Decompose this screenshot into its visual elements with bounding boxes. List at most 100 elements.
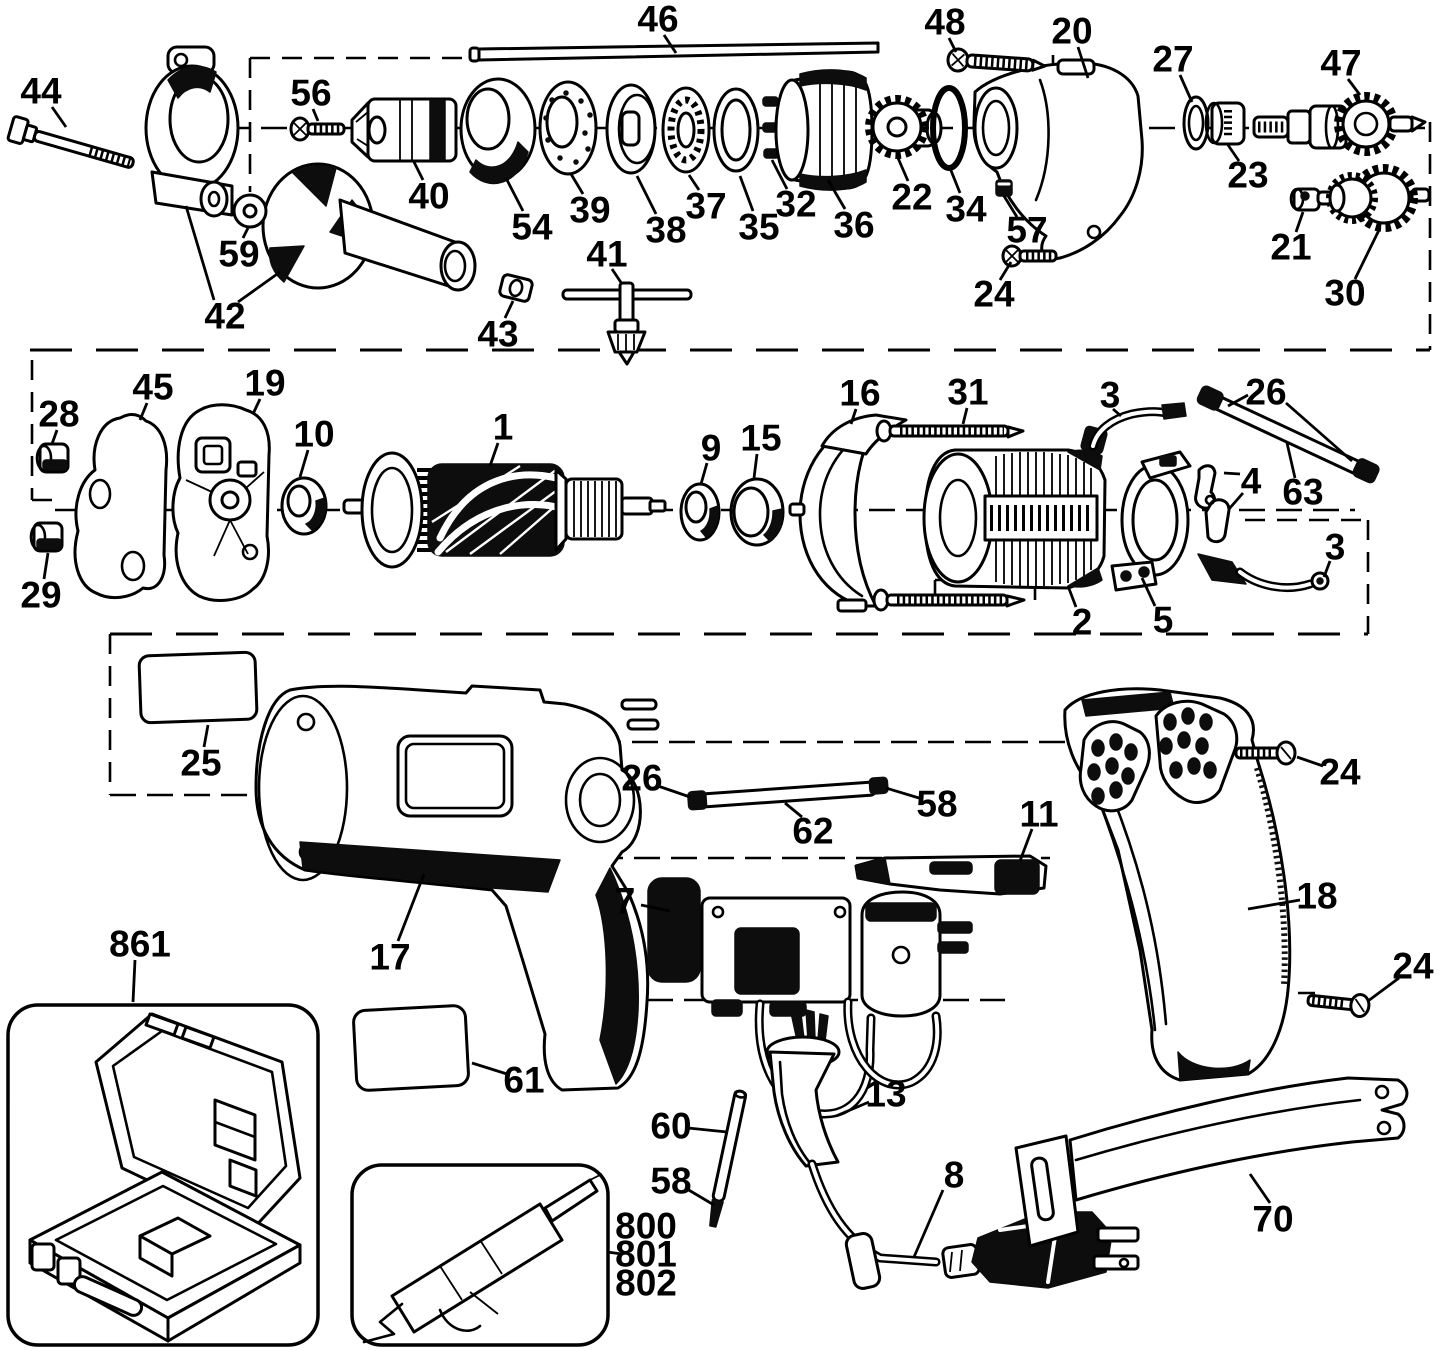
part-number-46: 46 [637,0,678,40]
part-number-63: 63 [1282,472,1323,513]
part-number-26: 26 [621,758,662,799]
leader-line-62 [784,801,803,819]
part-number-3: 3 [1325,527,1346,568]
part-number-56: 56 [290,73,331,114]
part-brush-29 [29,521,64,553]
part-number-34: 34 [945,189,987,230]
leader-line-38 [635,175,658,215]
leader-line-31 [961,407,969,425]
part-number-47: 47 [1320,43,1361,84]
leader-line-41 [610,268,624,285]
part-number-3: 3 [1100,375,1121,416]
part-brush-28 [35,442,70,474]
leader-line-11 [1018,828,1034,862]
part-number-24: 24 [1319,752,1361,793]
part-housing-left-17 [254,684,660,1092]
leader-line-43 [503,300,515,319]
part-number-21: 21 [1270,227,1311,268]
leader-line-3 [1112,407,1122,418]
leader-line-3 [1322,560,1332,578]
leader-line-7 [640,903,671,913]
leader-line-56 [311,108,320,122]
part-number-48: 48 [924,2,965,43]
leader-line-27 [1178,74,1194,103]
leader-line-48 [947,37,958,53]
part-lead-wire-3b [1197,553,1330,593]
leader-line-34 [948,167,962,194]
section-box-topleft [248,56,472,192]
brush-bracket [30,360,60,502]
part-thrust-washer-38 [605,83,657,175]
part-number-45: 45 [132,367,173,408]
part-fiber-washer-39 [538,80,598,176]
part-screw-48 [946,47,1047,73]
part-switch-7 [647,877,973,1119]
part-bearing-retainer-54 [459,77,537,185]
lead-wire-box [1245,518,1370,634]
part-side-handle-42 [144,45,477,292]
part-plug-57 [995,179,1013,197]
leader-line-42 [184,205,216,301]
part-nut-43 [498,273,534,303]
part-screw-24b [1234,740,1297,766]
part-number-60: 60 [650,1106,691,1147]
part-retaining-ring-27 [1182,95,1210,151]
leader-line-70 [1248,1173,1272,1204]
part-nut-21 [1289,187,1321,212]
part-armature-1 [342,451,667,569]
part-nameplate-25 [137,650,259,725]
leader-line-861 [131,959,137,1003]
leader-line-60 [687,1126,728,1134]
part-number-59: 59 [218,234,259,275]
part-number-17: 17 [369,937,410,978]
part-screws-32 [762,96,780,159]
part-bearing-23 [1204,101,1246,146]
part-brush-clips-4 [1194,464,1231,544]
leader-line-26 [1227,393,1249,408]
part-number-5: 5 [1153,600,1174,641]
leader-line-40 [412,161,425,181]
leader-line-10 [298,449,310,478]
part-number-39: 39 [569,190,610,231]
leader-line-13 [835,1100,870,1118]
part-label-plate-61 [352,1004,470,1092]
leader-line-24 [1367,976,1400,1003]
part-number-18: 18 [1296,876,1337,917]
part-field-2 [922,448,1107,590]
part-number-38: 38 [645,210,686,251]
part-hanger-70 [1014,1076,1409,1248]
part-washer-35 [712,87,760,173]
part-gear-case-20 [972,58,1144,262]
part-number-44: 44 [20,71,62,112]
leader-line-26 [657,784,691,799]
leader-line-9 [699,462,709,485]
leader-line-20 [1076,46,1090,79]
leader-line-2 [1066,585,1078,608]
part-brush-tube-62 [687,776,889,811]
part-cord-protector-13 [765,1005,841,1168]
part-brush-spring-rod-26-63 [1196,385,1380,484]
part-housing-right-18 [1063,687,1292,1082]
part-screw-24a [1001,244,1058,268]
part-number-28: 28 [38,394,79,435]
leader-line-32 [770,159,789,190]
part-number-10: 10 [293,414,334,455]
part-number-20: 20 [1051,11,1092,52]
part-number-43: 43 [477,314,518,355]
leader-line-4 [1223,471,1241,476]
leader-line-58 [686,1187,715,1207]
part-number-1: 1 [493,407,514,448]
part-number-861: 861 [109,924,171,965]
leader-line-63 [1285,442,1297,479]
part-number-31: 31 [947,372,988,413]
leader-line-58 [885,786,920,800]
part-number-37: 37 [685,186,726,227]
leader-line-61 [471,1061,508,1076]
part-number-4: 4 [1241,461,1262,502]
leader-line-45 [138,402,149,421]
leader-line-15 [752,453,759,479]
part-gear-30 [1316,164,1431,232]
leader-line-59 [241,227,250,239]
